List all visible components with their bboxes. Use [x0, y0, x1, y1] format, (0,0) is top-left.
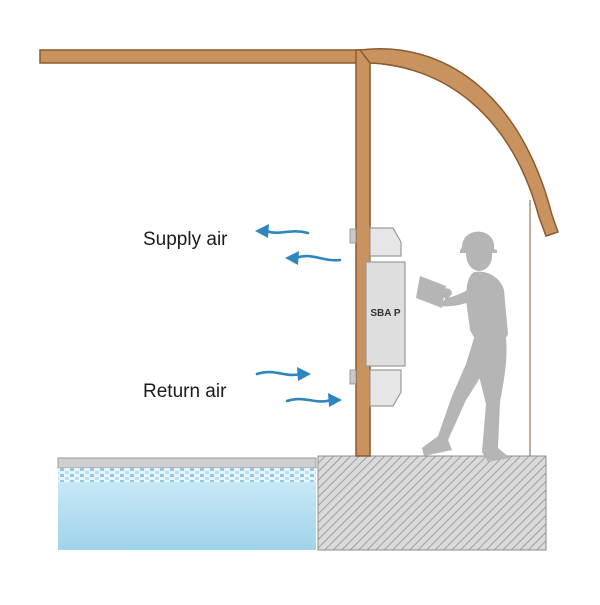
supply-arrow-lower	[285, 251, 342, 265]
curved-canopy	[358, 48, 559, 237]
leg-front	[422, 338, 494, 456]
unit-supply-head	[369, 227, 402, 257]
tablet	[416, 276, 446, 308]
sba-unit: SBA P	[365, 227, 406, 407]
supply-air-label: Supply air	[143, 229, 228, 250]
return-arrow-upper	[255, 367, 311, 381]
pool-coping	[57, 457, 317, 469]
head	[466, 253, 493, 271]
arm	[440, 284, 484, 307]
torso	[466, 271, 508, 345]
return-arrow-lower	[285, 393, 342, 407]
unit-model-label: SBA P	[370, 308, 401, 319]
hardhat	[460, 231, 497, 253]
supply-arrow-upper	[255, 224, 310, 238]
unit-body	[365, 261, 406, 367]
wall-grilles	[349, 228, 357, 385]
roof-beam	[39, 49, 361, 64]
return-air-label: Return air	[143, 381, 227, 402]
return-grille	[349, 369, 357, 385]
floor-slab	[317, 455, 547, 551]
air-flow-in-arrow-icon	[255, 367, 342, 407]
technician-with-hardhat-icon	[416, 231, 510, 462]
pool	[57, 457, 317, 550]
leg-back	[478, 338, 510, 462]
air-flow-out-arrow-icon	[255, 224, 342, 265]
pool-tile-band	[58, 468, 316, 482]
pool-water	[58, 482, 316, 550]
wall	[355, 49, 371, 457]
unit-return-head	[369, 369, 402, 407]
supply-grille	[349, 228, 357, 244]
